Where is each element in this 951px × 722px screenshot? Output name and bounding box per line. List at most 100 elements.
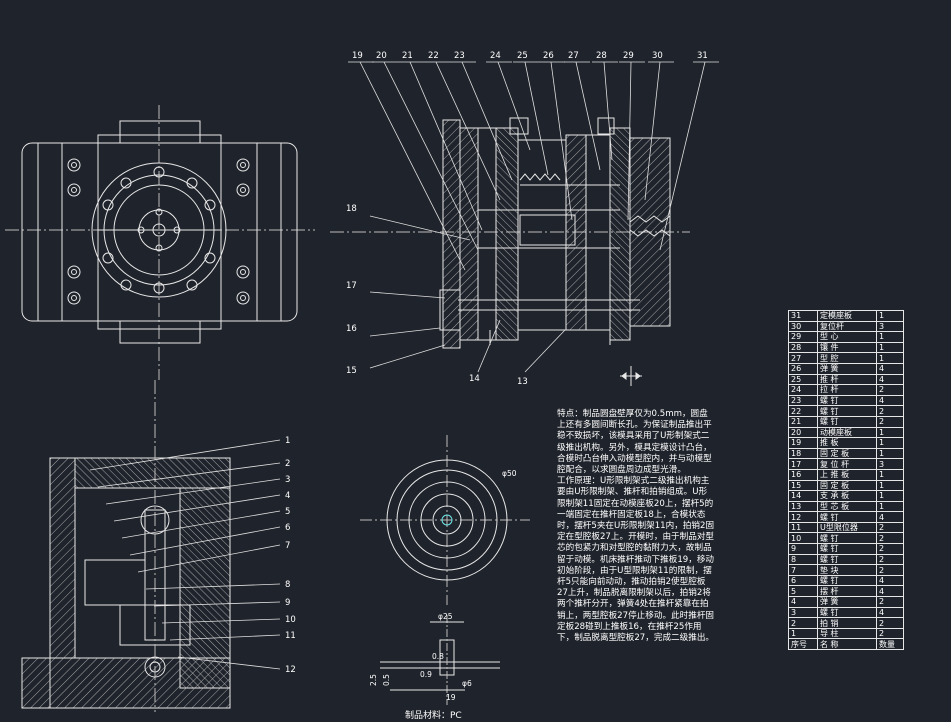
leader-line bbox=[113, 494, 281, 522]
bom-number: 31 bbox=[788, 310, 818, 322]
part-number-label: 8 bbox=[285, 580, 290, 590]
bom-qty: 2 bbox=[876, 617, 904, 629]
bom-name: 拉 杆 bbox=[817, 384, 877, 396]
part-number-label: 29 bbox=[623, 51, 634, 61]
dim-0-5: 0.5 bbox=[382, 674, 391, 686]
part-number-label: 5 bbox=[285, 507, 290, 517]
bom-qty: 4 bbox=[876, 394, 904, 407]
part-number-label: 22 bbox=[428, 51, 439, 61]
part-number-label: 25 bbox=[517, 51, 528, 61]
dim-dia25: φ25 bbox=[438, 612, 453, 621]
leader-line bbox=[627, 61, 632, 221]
leader-line bbox=[477, 319, 501, 373]
section-view bbox=[330, 117, 690, 386]
bom-qty: 4 bbox=[876, 606, 904, 619]
bom-name: 型 腔 bbox=[817, 352, 877, 364]
bom-qty: 1 bbox=[876, 437, 904, 449]
bom-name: 固 定 板 bbox=[817, 479, 877, 492]
leader-line bbox=[129, 526, 281, 556]
bom-name: 推 板 bbox=[817, 437, 877, 449]
bom-qty: 1 bbox=[876, 341, 904, 354]
part-number-label: 9 bbox=[285, 598, 290, 608]
bom-qty: 2 bbox=[876, 415, 904, 428]
bom-qty: 4 bbox=[876, 373, 904, 386]
part-number-label: 31 bbox=[697, 51, 708, 61]
bom-name: 镶 件 bbox=[817, 341, 877, 354]
bom-qty: 4 bbox=[876, 511, 904, 523]
bom-name: 螺 钉 bbox=[817, 415, 877, 428]
part-number-label: 19 bbox=[352, 51, 363, 61]
bom-name: 弹 簧 bbox=[817, 362, 877, 375]
leader-line bbox=[169, 634, 281, 641]
bom-name: 螺 钉 bbox=[817, 405, 877, 417]
leader-line bbox=[383, 61, 479, 251]
leader-line bbox=[137, 544, 281, 573]
bom-qty: 4 bbox=[876, 574, 904, 587]
bom-qty: 4 bbox=[876, 362, 904, 375]
part-number-label: 16 bbox=[346, 324, 357, 334]
part-number-label: 15 bbox=[346, 366, 357, 376]
bom-number: 30 bbox=[788, 320, 818, 333]
part-number-label: 10 bbox=[285, 615, 296, 625]
bom-header-cell: 名 称 bbox=[817, 638, 877, 650]
leader-line bbox=[153, 601, 281, 607]
bom-number: 9 bbox=[788, 543, 818, 555]
bom-qty: 2 bbox=[876, 564, 904, 576]
bom-number: 5 bbox=[788, 585, 818, 598]
leader-line bbox=[524, 61, 549, 176]
bom-name: 复 位 杆 bbox=[817, 458, 877, 470]
bom-number: 6 bbox=[788, 574, 818, 587]
part-number-label: 20 bbox=[376, 51, 387, 61]
ring-holes bbox=[102, 166, 216, 294]
part-number-label: 28 bbox=[596, 51, 607, 61]
leader-line bbox=[97, 462, 281, 488]
bom-qty: 1 bbox=[876, 468, 904, 481]
bom-number: 4 bbox=[788, 596, 818, 608]
bom-qty: 1 bbox=[876, 447, 904, 460]
dimension-labels: φ50 φ25 2.5 0.5 0.9 19 φ6 0.8 bbox=[369, 469, 517, 702]
bom-number: 1 bbox=[788, 627, 818, 640]
bom-number: 10 bbox=[788, 532, 818, 545]
part-number-label: 18 bbox=[346, 204, 357, 214]
bom-header-cell: 序号 bbox=[788, 638, 818, 650]
bom-name: 螺 钉 bbox=[817, 543, 877, 555]
bom-number: 19 bbox=[788, 437, 818, 449]
bom-qty: 2 bbox=[876, 532, 904, 545]
bom-name: 螺 钉 bbox=[817, 574, 877, 587]
leader-line bbox=[369, 344, 446, 369]
bom-qty: 3 bbox=[876, 320, 904, 333]
bom-name: 螺 钉 bbox=[817, 511, 877, 523]
part-number-label: 7 bbox=[285, 541, 290, 551]
leader-line bbox=[659, 61, 706, 251]
bom-name: 螺 钉 bbox=[817, 553, 877, 566]
leader-line bbox=[435, 61, 501, 201]
bom-number: 22 bbox=[788, 405, 818, 417]
bom-name: 型 芯 板 bbox=[817, 500, 877, 513]
dim-0-9: 0.9 bbox=[420, 670, 432, 679]
leader-line bbox=[644, 61, 661, 201]
bom-number: 15 bbox=[788, 479, 818, 492]
part-number-label: 17 bbox=[346, 281, 357, 291]
leader-line bbox=[369, 291, 446, 299]
bom-qty: 1 bbox=[876, 500, 904, 513]
leader-line bbox=[145, 583, 281, 590]
part-number-label: 11 bbox=[285, 631, 296, 641]
bom-qty: 1 bbox=[876, 331, 904, 343]
dim-dia50: φ50 bbox=[502, 469, 517, 478]
leader-line bbox=[105, 478, 281, 505]
